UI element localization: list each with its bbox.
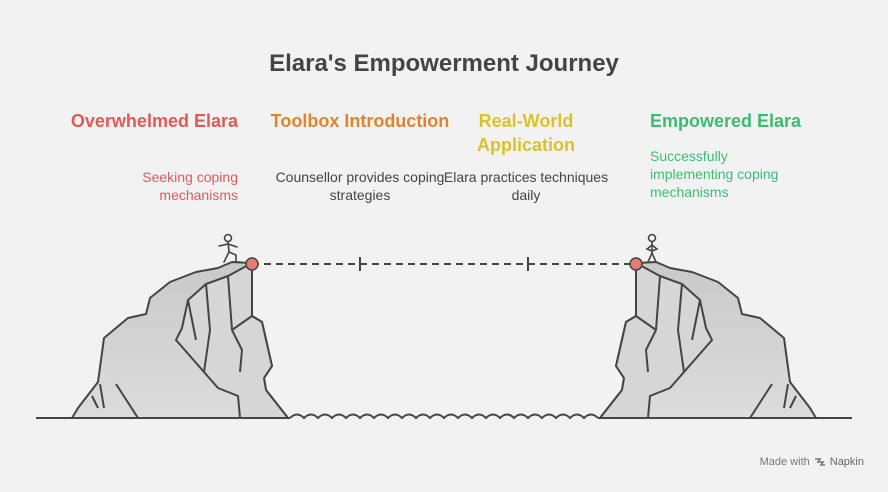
footer-brand: Napkin — [829, 456, 864, 468]
stage-3-description: Elara practices techniques daily — [443, 169, 609, 203]
napkin-logo-icon — [814, 458, 825, 466]
water-icon — [36, 413, 852, 420]
empowered-person-icon — [645, 233, 659, 263]
end-point-marker — [629, 257, 643, 271]
diagram-title: Elara's Empowerment Journey — [269, 50, 619, 77]
journey-path — [252, 257, 636, 271]
left-cliff-icon — [71, 261, 289, 419]
stage-1-title: Overwhelmed Elara — [70, 111, 238, 131]
stage-3-title: Real-World Application — [477, 111, 575, 155]
stage-2-title: Toolbox Introduction — [270, 111, 450, 131]
right-cliff-icon — [599, 261, 817, 419]
start-point-marker — [245, 257, 259, 271]
footer-prefix: Made with — [759, 456, 810, 468]
stage-1-description: Seeking coping mechanisms — [142, 169, 238, 203]
stage-4-title: Empowered Elara — [650, 111, 802, 131]
overwhelmed-person-icon — [218, 233, 241, 263]
stage-4-description: Successfully implementing coping mechani… — [650, 148, 779, 200]
footer-attribution: Made with Napkin — [760, 456, 864, 468]
stage-2-description: Counsellor provides coping strategies — [275, 169, 445, 203]
